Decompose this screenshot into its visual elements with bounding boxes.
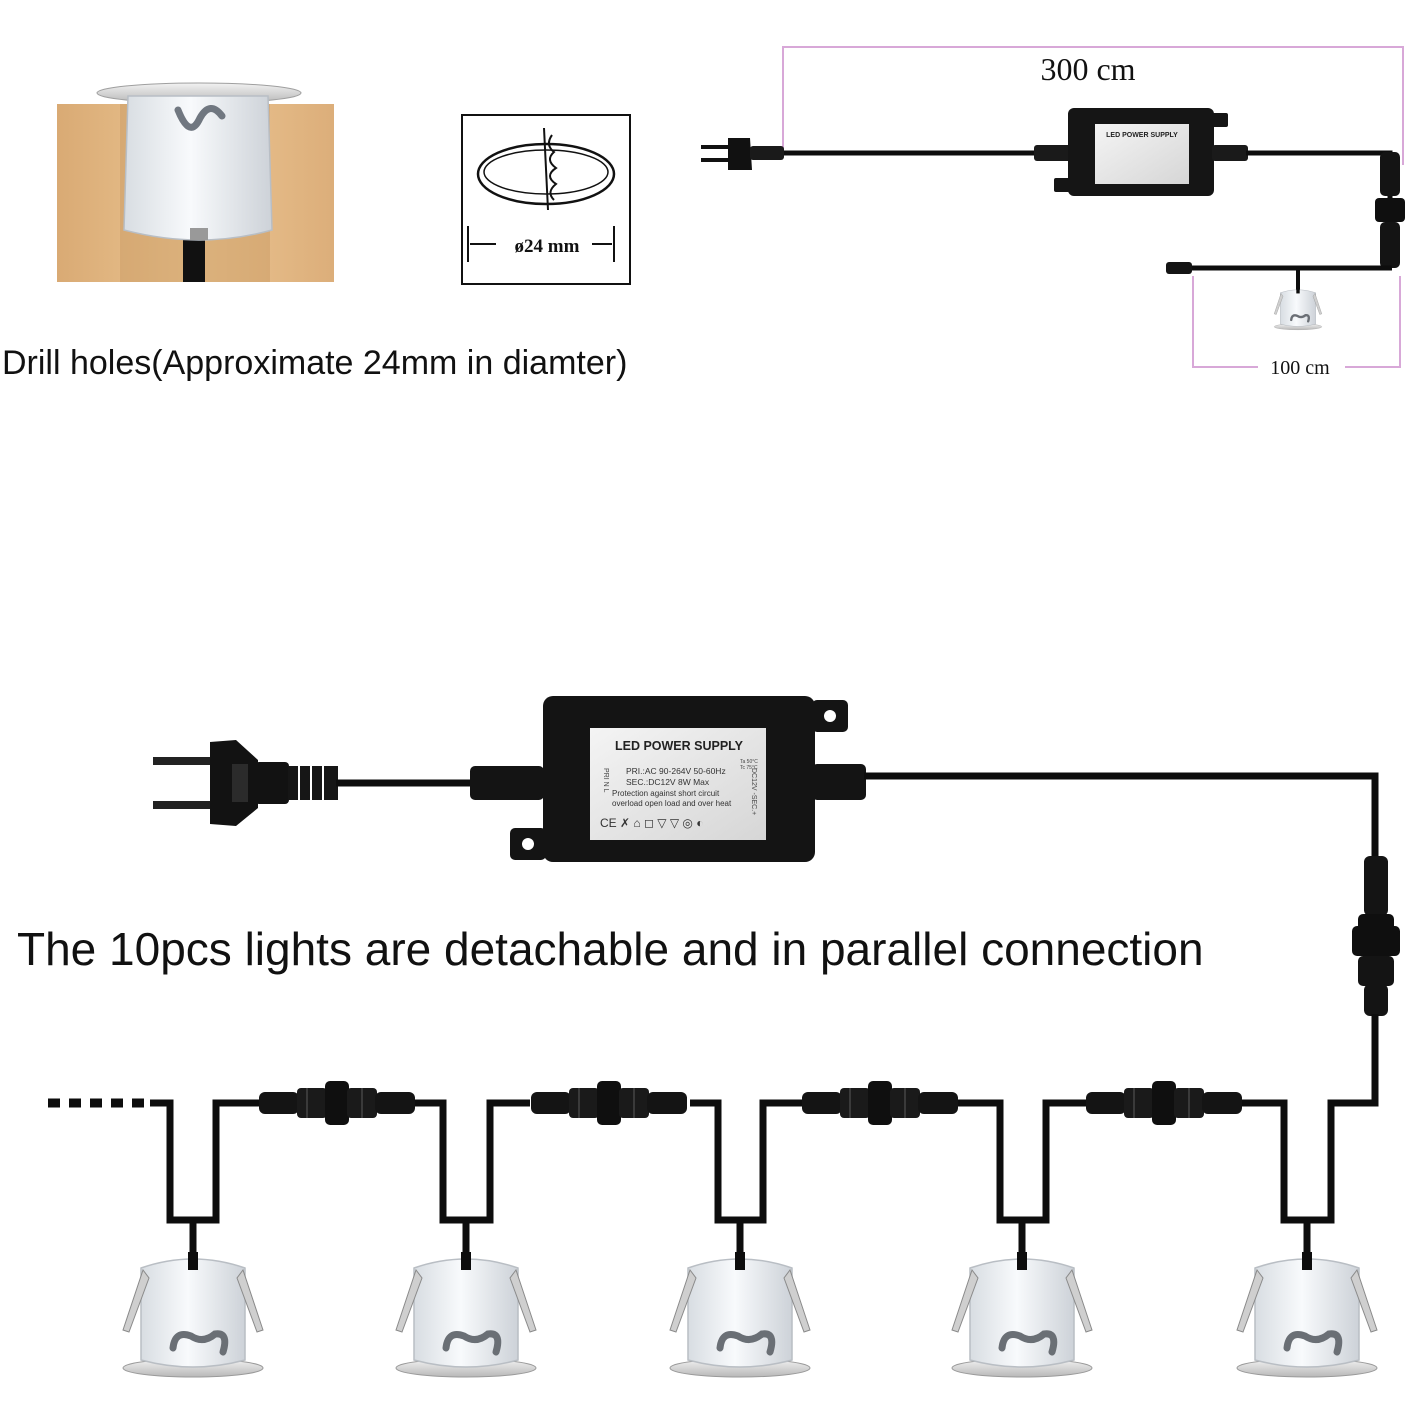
led-light [396, 1252, 536, 1377]
plug-small [701, 138, 784, 170]
led-light [670, 1252, 810, 1377]
output-side-label: DC12V -SEC.+ [750, 768, 757, 815]
inline-connector [530, 1080, 688, 1126]
plug-large [153, 740, 338, 826]
hole-diameter-label: ø24 mm [515, 236, 580, 257]
power-supply-large: LED POWER SUPPLY Ta 50°C Tc 75°C PRI.:AC… [470, 696, 866, 862]
led-light-small [1273, 286, 1323, 332]
drill-caption: Drill holes(Approximate 24mm in diamter) [2, 344, 628, 382]
inline-connector [1085, 1080, 1243, 1126]
certification-marks: CE ✗ ⌂ ◻ ▽ ▽ ◎ ◐ [600, 816, 703, 830]
power-supply-title: LED POWER SUPPLY [615, 739, 744, 753]
drill-hole-diagram: ø24 mm [461, 114, 631, 285]
connector-small-vertical [1375, 152, 1405, 268]
cable-length-diagram: 300 cm LED POWER SUPPLY [701, 46, 1405, 379]
ta-rating: Ta 50°C [740, 759, 758, 765]
protection-line-2: overload open load and over heat [612, 799, 732, 808]
led-light [1237, 1252, 1377, 1377]
inline-connector [258, 1080, 416, 1126]
parallel-wiring-diagram: LED POWER SUPPLY Ta 50°C Tc 75°C PRI.:AC… [48, 696, 1400, 1377]
led-light [952, 1252, 1092, 1377]
connector-vertical [1352, 856, 1400, 1016]
main-cable-length-label: 300 cm [1040, 51, 1135, 87]
power-supply-small: LED POWER SUPPLY [1034, 108, 1248, 196]
tc-rating: Tc 75°C [740, 765, 758, 771]
inline-connector [801, 1080, 959, 1126]
protection-line-1: Protection against short circuit [612, 789, 720, 798]
sec-rating: SEC.:DC12V 8W Max [626, 777, 710, 787]
parallel-connection-caption: The 10pcs lights are detachable and in p… [17, 923, 1204, 975]
led-light [123, 1252, 263, 1377]
light-cable-length-label: 100 cm [1270, 357, 1330, 379]
pri-rating: PRI.:AC 90-264V 50-60Hz [626, 766, 726, 776]
input-side-label: PRI N L [602, 768, 609, 793]
power-supply-small-title: LED POWER SUPPLY [1106, 132, 1178, 139]
hole-installation-illustration [57, 82, 334, 282]
